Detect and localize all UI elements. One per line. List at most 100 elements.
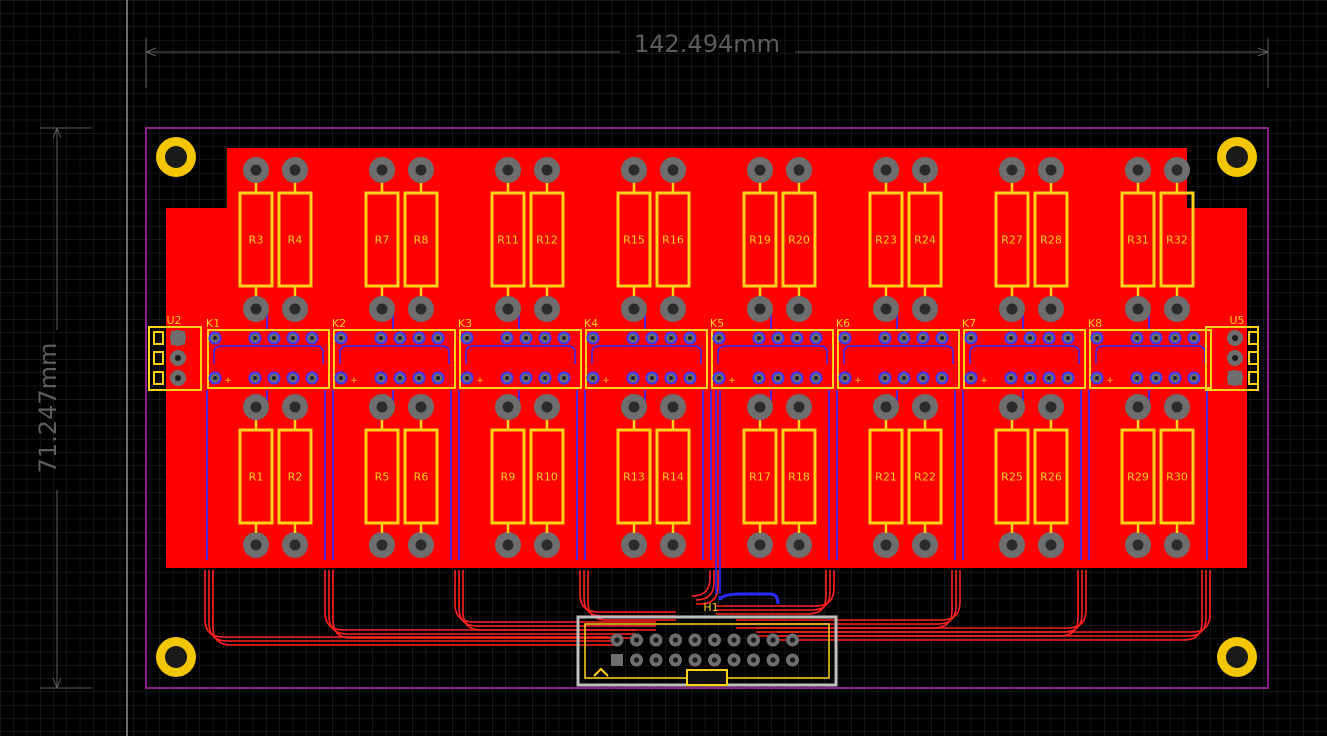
tht-pad-icon[interactable] (1125, 157, 1151, 183)
tht-pad-icon[interactable] (752, 371, 766, 385)
tht-pad-icon[interactable] (305, 371, 319, 385)
tht-pad-icon[interactable] (912, 157, 938, 183)
tht-pad-icon[interactable] (248, 331, 262, 345)
tht-pad-icon[interactable] (1164, 394, 1190, 420)
tht-pad-icon[interactable] (786, 157, 812, 183)
trace-top[interactable] (208, 570, 616, 642)
resistor-r29[interactable]: R29 (1120, 420, 1156, 533)
tht-pad-icon[interactable] (495, 532, 521, 558)
tht-pad-icon[interactable] (912, 532, 938, 558)
resistor-r21[interactable]: R21 (868, 420, 904, 533)
resistor-r12[interactable]: R12 (529, 183, 565, 296)
tht-pad-icon[interactable] (1038, 532, 1064, 558)
tht-pad-icon[interactable] (431, 371, 445, 385)
resistor-r16[interactable]: R16 (655, 183, 691, 296)
trace-top[interactable] (212, 570, 616, 646)
mounting-hole-icon[interactable] (156, 137, 196, 177)
resistor-r2[interactable]: R2 (277, 420, 313, 533)
tht-pad-icon[interactable] (621, 296, 647, 322)
tht-pad-icon[interactable] (771, 331, 785, 345)
tht-pad-icon[interactable] (1042, 331, 1056, 345)
tht-pad-icon[interactable] (897, 371, 911, 385)
tht-pad-icon[interactable] (664, 331, 678, 345)
tht-pad-icon[interactable] (286, 371, 300, 385)
resistor-r26[interactable]: R26 (1033, 420, 1069, 533)
board-outline[interactable] (145, 127, 1269, 689)
tht-pad-icon[interactable] (286, 331, 300, 345)
tht-pad-icon[interactable] (747, 157, 773, 183)
tht-pad-icon[interactable] (747, 394, 773, 420)
resistor-r1[interactable]: R1 (238, 420, 274, 533)
tht-pad-icon[interactable] (538, 371, 552, 385)
tht-pad-icon[interactable] (500, 371, 514, 385)
tht-pad-icon[interactable] (495, 157, 521, 183)
tht-pad-icon[interactable] (1023, 331, 1037, 345)
tht-pad-icon[interactable] (1038, 394, 1064, 420)
tht-pad-icon[interactable] (1130, 371, 1144, 385)
resistor-r32[interactable]: R32 (1159, 183, 1195, 296)
tht-pad-icon[interactable] (393, 371, 407, 385)
tht-pad-icon[interactable] (243, 296, 269, 322)
tht-pad-icon[interactable] (1038, 296, 1064, 322)
tht-pad-icon[interactable] (964, 371, 978, 385)
tht-pad-icon[interactable] (408, 157, 434, 183)
tht-pad-icon[interactable] (935, 371, 949, 385)
tht-pad-icon[interactable] (534, 394, 560, 420)
tht-pad-icon[interactable] (621, 394, 647, 420)
tht-pad-icon[interactable] (1149, 371, 1163, 385)
tht-pad-icon[interactable] (873, 157, 899, 183)
tht-pad-icon[interactable] (1149, 331, 1163, 345)
resistor-r8[interactable]: R8 (403, 183, 439, 296)
tht-pad-icon[interactable] (519, 371, 533, 385)
trace-top[interactable] (324, 570, 636, 631)
resistor-r15[interactable]: R15 (616, 183, 652, 296)
tht-pad-icon[interactable] (586, 371, 600, 385)
trace-top[interactable] (328, 570, 636, 635)
tht-pad-icon[interactable] (243, 157, 269, 183)
resistor-r25[interactable]: R25 (994, 420, 1030, 533)
tht-pad-icon[interactable] (248, 371, 262, 385)
tht-pad-icon[interactable] (1168, 371, 1182, 385)
resistor-r28[interactable]: R28 (1033, 183, 1069, 296)
tht-pad-icon[interactable] (460, 371, 474, 385)
tht-pad-icon[interactable] (873, 296, 899, 322)
tht-pad-icon[interactable] (412, 371, 426, 385)
tht-pad-icon[interactable] (369, 532, 395, 558)
tht-pad-icon[interactable] (1061, 371, 1075, 385)
trace-top[interactable] (716, 570, 835, 607)
tht-pad-icon[interactable] (626, 331, 640, 345)
trace-top[interactable] (716, 570, 831, 611)
tht-pad-icon[interactable] (645, 371, 659, 385)
tht-pad-icon[interactable] (519, 331, 533, 345)
tht-pad-icon[interactable] (408, 296, 434, 322)
tht-pad-icon[interactable] (1038, 157, 1064, 183)
pin1-pad[interactable] (171, 331, 185, 345)
tht-pad-icon[interactable] (912, 394, 938, 420)
tht-pad-icon[interactable] (1042, 371, 1056, 385)
tht-pad-icon[interactable] (534, 296, 560, 322)
tht-pad-icon[interactable] (1090, 331, 1104, 345)
tht-pad-icon[interactable] (897, 331, 911, 345)
tht-pad-icon[interactable] (369, 296, 395, 322)
tht-pad-icon[interactable] (534, 532, 560, 558)
tht-pad-icon[interactable] (660, 532, 686, 558)
tht-pad-icon[interactable] (267, 371, 281, 385)
trace-top[interactable] (696, 570, 719, 605)
tht-pad-icon[interactable] (664, 371, 678, 385)
tht-pad-icon[interactable] (1125, 532, 1151, 558)
resistor-r13[interactable]: R13 (616, 420, 652, 533)
resistor-r23[interactable]: R23 (868, 183, 904, 296)
tht-pad-icon[interactable] (1164, 296, 1190, 322)
tht-pad-icon[interactable] (1168, 331, 1182, 345)
trace-top[interactable] (579, 570, 676, 613)
tht-pad-icon[interactable] (660, 394, 686, 420)
tht-pad-icon[interactable] (873, 394, 899, 420)
resistor-r7[interactable]: R7 (364, 183, 400, 296)
tht-pad-icon[interactable] (878, 371, 892, 385)
tht-pad-icon[interactable] (786, 532, 812, 558)
trace-bottom[interactable] (715, 390, 721, 594)
